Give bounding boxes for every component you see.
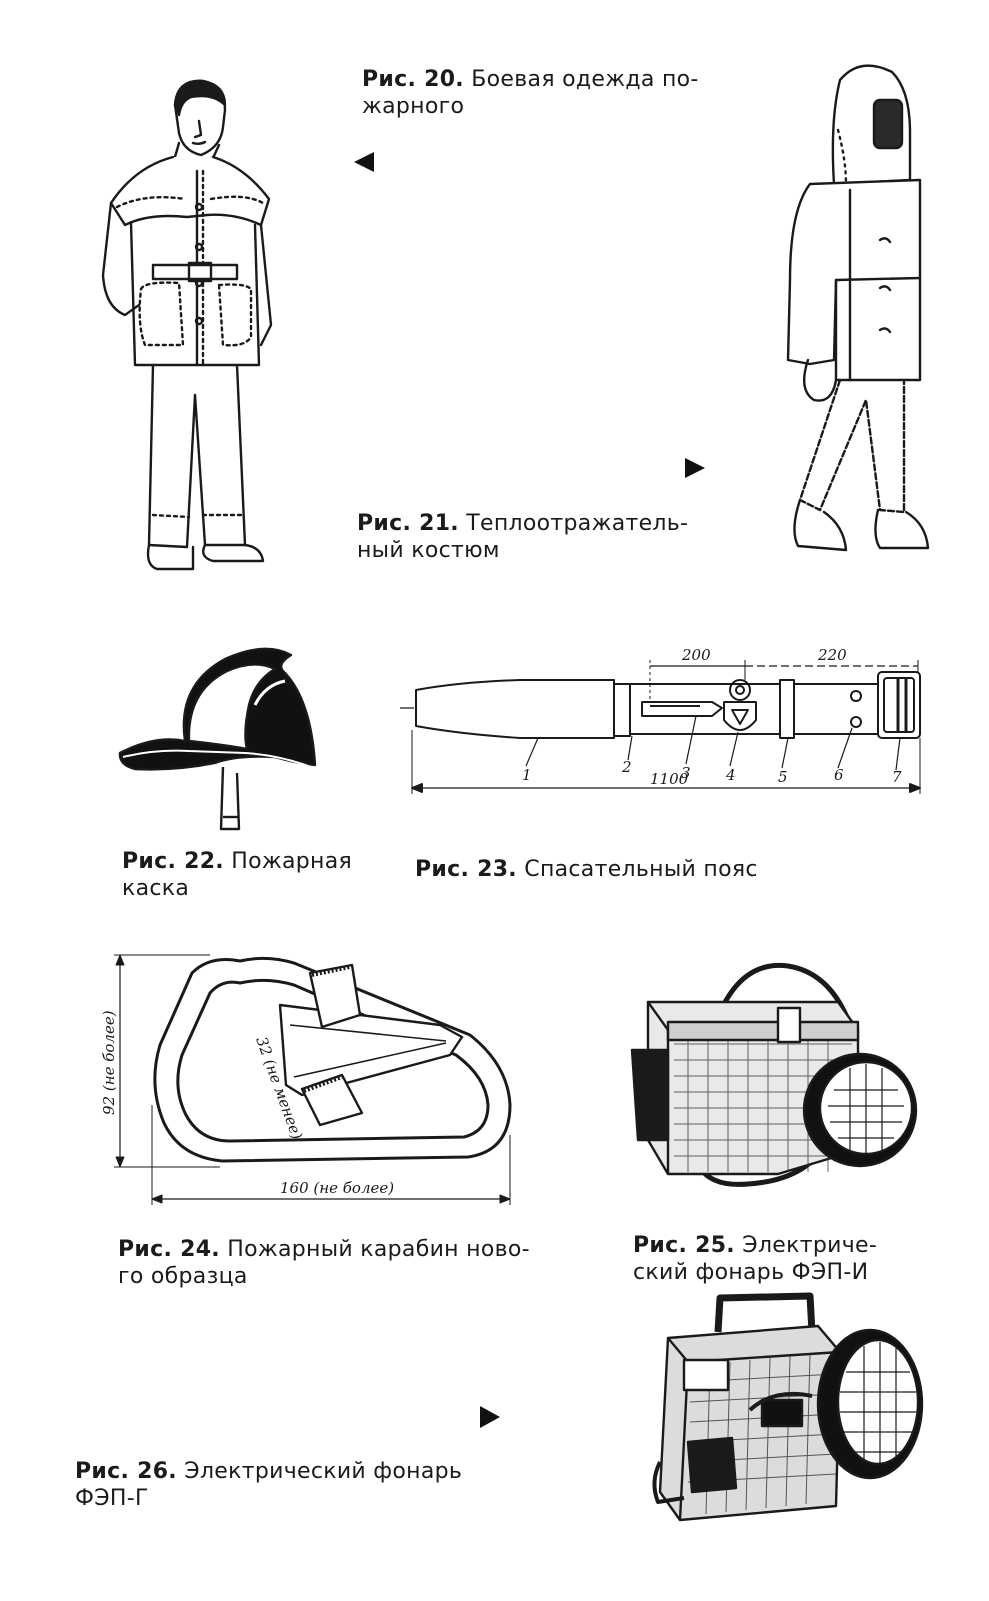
- belt-dim-1100: 1100: [650, 770, 689, 788]
- carabiner-gate: [278, 1003, 464, 1097]
- arrow-right-icon: [480, 1406, 500, 1428]
- carabiner-body: [153, 956, 512, 1163]
- carabiner-height-label: 92 (не более): [100, 1010, 118, 1115]
- belt-part-label-7: 7: [892, 768, 902, 786]
- fig24-title-line1: Пожарный карабин ново-: [227, 1237, 530, 1262]
- fig23-caption: Рис. 23. Спасательный пояс: [415, 856, 815, 883]
- fig21-title-line2: ный костюм: [357, 538, 500, 563]
- belt-part-label-4: 4: [725, 766, 736, 784]
- fig26-number: Рис. 26.: [75, 1459, 177, 1484]
- fig21-caption: Рис. 21. Теплоотражатель- ный костюм: [357, 510, 737, 564]
- fig21-number: Рис. 21.: [357, 511, 459, 536]
- belt-dim-220: 220: [817, 646, 847, 664]
- fig22-caption: Рис. 22. Пожарная каска: [122, 848, 382, 902]
- belt-band: [613, 683, 631, 737]
- belt-dim-200: 200: [681, 646, 711, 664]
- belt-keeper: [779, 679, 795, 739]
- belt-part-label-2: 2: [621, 758, 632, 776]
- fig23-number: Рис. 23.: [415, 857, 517, 882]
- fig25-caption: Рис. 25. Электриче- ский фонарь ФЭП-И: [633, 1232, 923, 1286]
- fig20-number: Рис. 20.: [362, 67, 464, 92]
- belt-part-label-3: 3: [681, 764, 691, 782]
- fig22-number: Рис. 22.: [122, 849, 224, 874]
- fig24-number: Рис. 24.: [118, 1237, 220, 1262]
- fig20-title-line2: жарного: [362, 94, 465, 119]
- fig26-lantern-fep-g-illustration: [652, 1292, 924, 1522]
- belt-tongue: [641, 701, 723, 717]
- fig26-title-line1: Электрический фонарь: [184, 1459, 463, 1484]
- belt-part-label-6: 6: [834, 766, 844, 784]
- fig23-rescue-belt-drawing: 200 220 1100 1 2 3 4 5 6 7: [400, 646, 925, 794]
- arrow-right-icon: [685, 458, 705, 478]
- fig21-title-line1: Теплоотражатель-: [466, 511, 689, 536]
- fig25-title-line1: Электриче-: [742, 1233, 878, 1258]
- fig21-heat-suit-illustration: [786, 64, 930, 552]
- fig20-firefighter-illustration: [101, 79, 273, 571]
- carabiner-width-label: 160 (не более): [280, 1179, 394, 1197]
- lantern-box: [646, 1000, 860, 1176]
- fig20-caption: Рис. 20. Боевая одежда по- жарного: [362, 66, 722, 120]
- fig25-title-line2: ский фонарь ФЭП-И: [633, 1260, 869, 1285]
- fig24-caption: Рис. 24. Пожарный карабин ново- го образ…: [118, 1236, 578, 1290]
- fig22-title-line2: каска: [122, 876, 190, 901]
- arrow-left-icon: [354, 152, 374, 172]
- fig24-carabiner-drawing: 92 (не более) 160 (не более) 32 (не мене…: [100, 954, 512, 1205]
- fig25-lantern-fep-i-illustration: [630, 962, 918, 1187]
- fig26-title-line2: ФЭП-Г: [75, 1486, 149, 1511]
- fig26-caption: Рис. 26. Электрический фонарь ФЭП-Г: [75, 1458, 515, 1512]
- fig20-title-line1: Боевая одежда по-: [471, 67, 699, 92]
- belt-loop: [723, 701, 757, 731]
- belt-part-label-5: 5: [778, 768, 788, 786]
- fig22-fire-helmet-illustration: [118, 647, 317, 831]
- fig23-title-line1: Спасательный пояс: [524, 857, 758, 882]
- lantern-box: [658, 1324, 842, 1522]
- fig24-title-line2: го образца: [118, 1264, 248, 1289]
- belt-strap-end: [415, 679, 615, 739]
- fig22-title-line1: Пожарная: [231, 849, 353, 874]
- belt-part-label-1: 1: [522, 766, 532, 784]
- fig25-number: Рис. 25.: [633, 1233, 735, 1258]
